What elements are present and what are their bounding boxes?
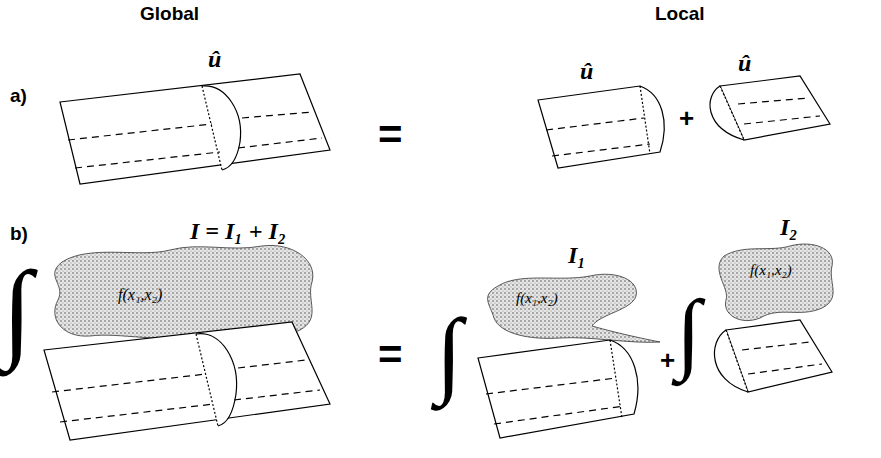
integral-sign: ∫ xyxy=(2,250,32,371)
integral-part: I₁ xyxy=(568,242,586,268)
plus-sign: + xyxy=(660,346,675,375)
column-title: Local xyxy=(655,4,705,25)
function-blob xyxy=(719,244,833,321)
function-blob xyxy=(488,274,660,342)
function-label: f(x₁,x₂) xyxy=(750,262,792,279)
integral-part: I₂ xyxy=(780,214,798,240)
integral-sign: ∫ xyxy=(676,282,701,381)
integral-equation: I = I₁ + I₂ xyxy=(190,218,286,244)
vector-label: û xyxy=(208,46,221,72)
local-plate-b2 xyxy=(714,320,832,392)
local-plate-a1 xyxy=(538,86,664,168)
plus-sign: + xyxy=(679,104,694,133)
local-plate-a2 xyxy=(710,76,830,140)
vector-label: û xyxy=(738,50,751,76)
global-plate-b xyxy=(44,322,330,440)
local-plate-b1 xyxy=(478,340,638,438)
function-label: f(x₁,x₂) xyxy=(516,290,558,307)
vector-label: û xyxy=(580,58,593,84)
equals-sign: = xyxy=(378,332,403,378)
column-title: Global xyxy=(140,4,199,25)
equals-sign: = xyxy=(378,112,403,158)
panel-letter: b) xyxy=(10,224,28,245)
panel-letter: a) xyxy=(10,86,27,107)
integral-sign: ∫ xyxy=(436,300,462,406)
global-plate-a xyxy=(60,74,330,184)
function-label: f(x₁,x₂) xyxy=(118,286,162,304)
